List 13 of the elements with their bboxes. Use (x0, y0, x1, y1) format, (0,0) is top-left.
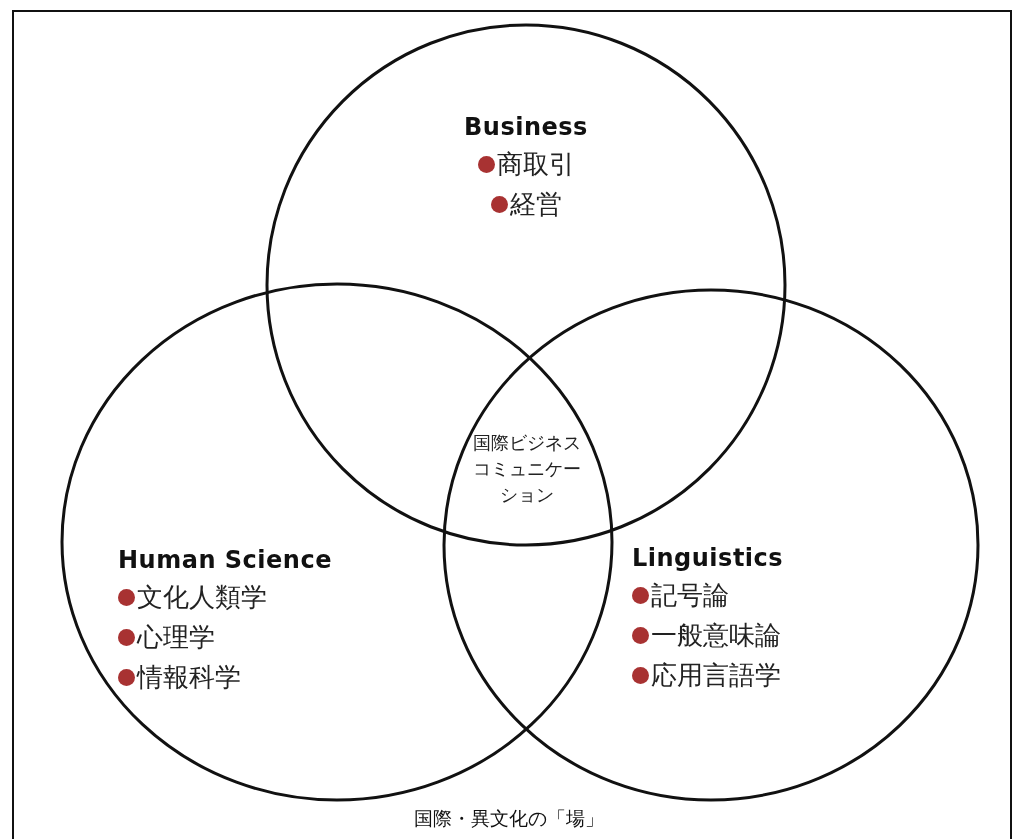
list-item: 応用言語学 (651, 659, 781, 692)
list-item: 経営 (509, 188, 562, 221)
circle-heading: Business (464, 113, 588, 141)
list-item: 一般意味論 (651, 619, 781, 652)
circle-heading: Human Science (118, 546, 332, 574)
caption: 国際・異文化の「場」 (414, 807, 604, 829)
list-item: 記号論 (651, 579, 729, 612)
list-item: 商取引 (496, 148, 575, 181)
list-item: 心理学 (137, 621, 215, 654)
intersection-label: 国際ビジネスコミュニケーション (472, 431, 582, 507)
list-item: 情報科学 (137, 661, 241, 694)
list-item: 文化人類学 (137, 581, 267, 614)
circle-heading: Linguistics (632, 544, 784, 572)
